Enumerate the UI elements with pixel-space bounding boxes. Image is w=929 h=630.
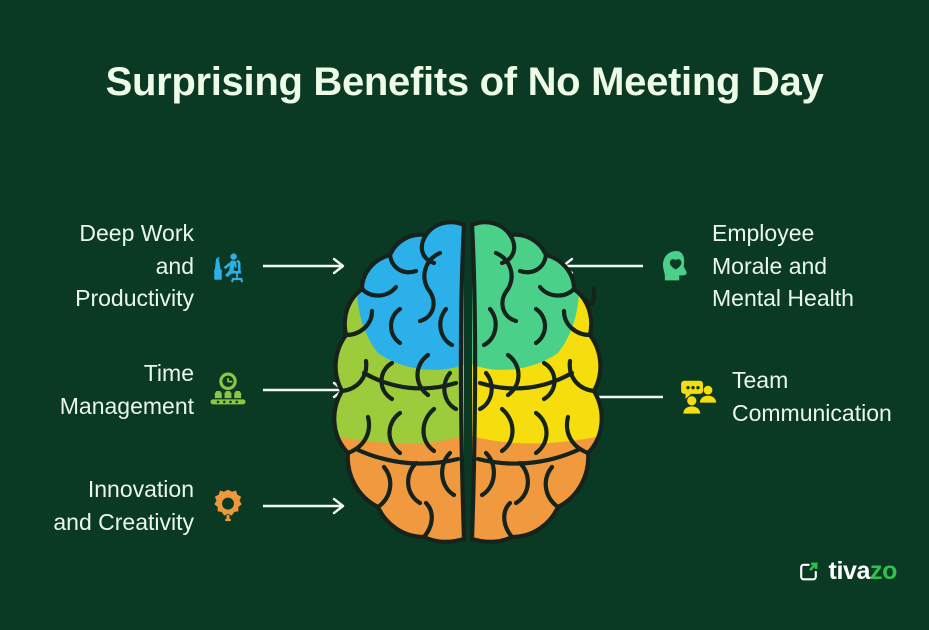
- benefit-label-time-management: Time Management: [59, 360, 194, 419]
- tivazo-bracket-arrow-mark: [797, 560, 820, 583]
- arrow-right-innovation: [262, 497, 350, 515]
- tivazo-logo: tivazo: [797, 559, 897, 584]
- head-with-heart-icon: [658, 246, 698, 286]
- benefit-item-time-management: Time Management: [20, 348, 350, 432]
- benefit-item-team-communication: Team Communication: [576, 355, 916, 439]
- tivazo-logo-text: tivazo: [828, 557, 898, 585]
- benefit-label-deep-work: Deep Work and Productivity: [75, 220, 194, 312]
- clock-conveyor-icon: [208, 370, 248, 410]
- logo-text-primary: tiva: [828, 557, 871, 585]
- benefit-label-innovation: Innovation and Creativity: [53, 476, 194, 535]
- gear-icon: [208, 486, 248, 526]
- page-title: Surprising Benefits of No Meeting Day: [105, 60, 824, 104]
- benefit-item-innovation: Innovation and Creativity: [20, 464, 350, 548]
- benefit-label-team-communication: Team Communication: [732, 367, 892, 426]
- arrow-right-deep-work: [262, 257, 350, 275]
- benefit-item-deep-work: Deep Work and Productivity: [20, 220, 350, 311]
- brain-top-view-illustration: [300, 213, 636, 553]
- benefit-label-employee-morale: Employee Morale and Mental Health: [712, 220, 854, 312]
- people-speech-bubble-icon: [678, 377, 718, 417]
- person-at-desk-icon: [208, 246, 248, 286]
- logo-text-accent: zo: [870, 557, 897, 585]
- benefit-item-employee-morale: Employee Morale and Mental Health: [556, 220, 916, 311]
